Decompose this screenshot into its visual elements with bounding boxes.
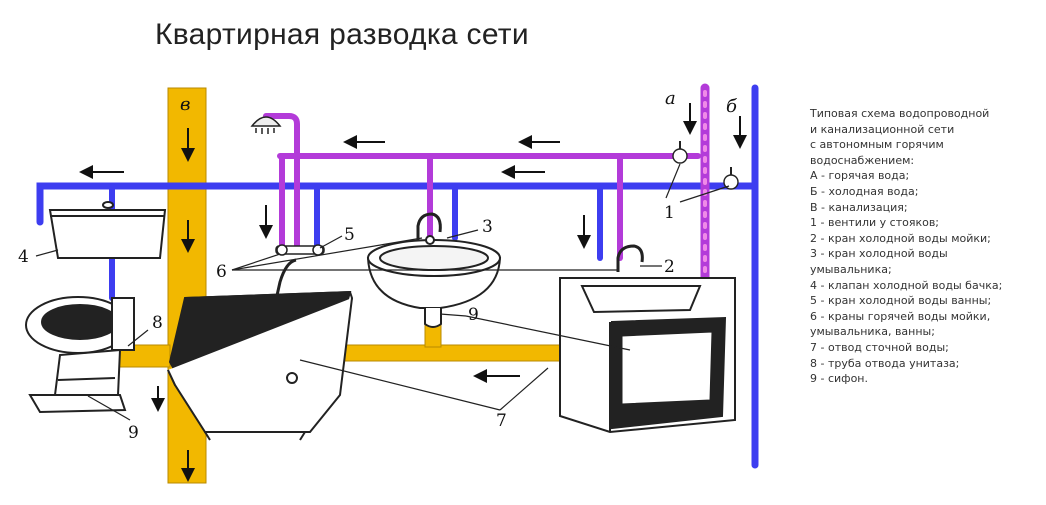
legend-line: 3 - кран холодной воды (810, 247, 948, 261)
legend-line: 2 - кран холодной воды мойки; (810, 231, 991, 245)
legend-line: 4 - клапан холодной воды бачка; (810, 278, 1003, 292)
riser-valves (672, 141, 739, 190)
callout-3: 3 (482, 217, 493, 237)
callout-leaders (35, 163, 730, 421)
kitchen-sink-cabinet (559, 244, 736, 434)
shower-head (250, 116, 282, 134)
legend-line: с автономным горячим (810, 138, 944, 152)
riser-label-sewer: в (180, 94, 190, 115)
legend-line: 5 - кран холодной воды ванны; (810, 294, 992, 308)
legend-line: 6 - краны горячей воды мойки, (810, 309, 991, 323)
flow-arrows (79, 103, 747, 482)
legend-line: умывальника; (810, 262, 892, 276)
callout-6: 6 (216, 262, 227, 282)
bath-mixer (275, 244, 325, 256)
page-title: Квартирная разводка сети (155, 18, 529, 51)
legend-line: 9 - сифон. (810, 372, 868, 386)
riser-label-cold: б (726, 96, 738, 117)
cold-water-pipes (36, 84, 759, 469)
legend-line: водоснабжением: (810, 153, 915, 167)
callout-2: 2 (664, 257, 675, 277)
legend-line: 8 - труба отвода унитаза; (810, 356, 960, 370)
legend-line: В - канализация; (810, 200, 908, 214)
hot-riser-valve (672, 148, 688, 164)
legend: Типовая схема водопроводной и канализаци… (810, 106, 1040, 387)
legend-line: 1 - вентили у стояков; (810, 216, 940, 230)
riser-label-hot: а (665, 88, 676, 109)
legend-line: и канализационной сети (810, 122, 955, 136)
callout-8: 8 (152, 313, 163, 333)
riser-labels: а б в (180, 88, 738, 117)
toilet (25, 296, 135, 414)
callout-7: 7 (496, 411, 507, 431)
legend-line: Б - холодная вода; (810, 184, 919, 198)
callout-5: 5 (344, 225, 355, 245)
callout-9-basin: 9 (468, 305, 479, 325)
callout-numbers: 1 2 3 4 5 6 7 8 9 9 (18, 203, 675, 443)
legend-line: умывальника, ванны; (810, 325, 935, 339)
cold-main (36, 182, 756, 226)
callout-4: 4 (18, 247, 29, 267)
callout-1: 1 (664, 203, 675, 223)
shower-pipe (263, 113, 300, 253)
toilet-cistern (48, 201, 167, 259)
legend-line: А - горячая вода; (810, 169, 910, 183)
legend-line: Типовая схема водопроводной (810, 107, 990, 120)
callout-9-toilet: 9 (128, 423, 139, 443)
bathtub (167, 258, 354, 441)
legend-line: 7 - отвод сточной воды; (810, 340, 949, 354)
